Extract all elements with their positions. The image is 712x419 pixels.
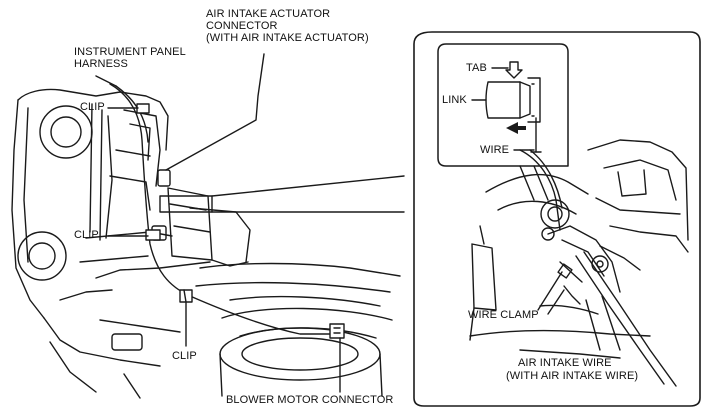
actuator-connector-label-line2: CONNECTOR — [206, 20, 278, 32]
wire-clamp-label: WIRE CLAMP — [468, 309, 539, 321]
heater-unit-assembly — [11, 83, 401, 399]
clip-middle-label: CLIP — [74, 229, 99, 241]
air-intake-wire-label-line2: (WITH AIR INTAKE WIRE) — [506, 370, 639, 382]
detail-leader-lines — [537, 271, 621, 351]
air-intake-wire-label-line1: AIR INTAKE WIRE — [518, 357, 612, 369]
actuator-connector-label-line1: AIR INTAKE ACTUATOR — [206, 8, 331, 20]
callout-connector — [159, 175, 405, 213]
wire-label: WIRE — [480, 144, 510, 156]
inset-box — [437, 43, 569, 201]
actuator-connector-label-line3: (WITH AIR INTAKE ACTUATOR) — [206, 32, 369, 44]
detail-panel — [413, 31, 701, 407]
tab-label: TAB — [466, 62, 487, 74]
clip-top-label: CLIP — [80, 101, 105, 113]
link-label: LINK — [442, 94, 467, 106]
leader-lines — [95, 53, 341, 393]
instrument-panel-harness-label-line2: HARNESS — [74, 58, 128, 70]
instrument-panel-harness-label-line1: INSTRUMENT PANEL — [74, 46, 186, 58]
clip-bottom-label: CLIP — [172, 350, 197, 362]
wire-direction-arrow-icon — [506, 122, 526, 134]
blower-motor-connector-label: BLOWER MOTOR CONNECTOR — [226, 394, 394, 406]
